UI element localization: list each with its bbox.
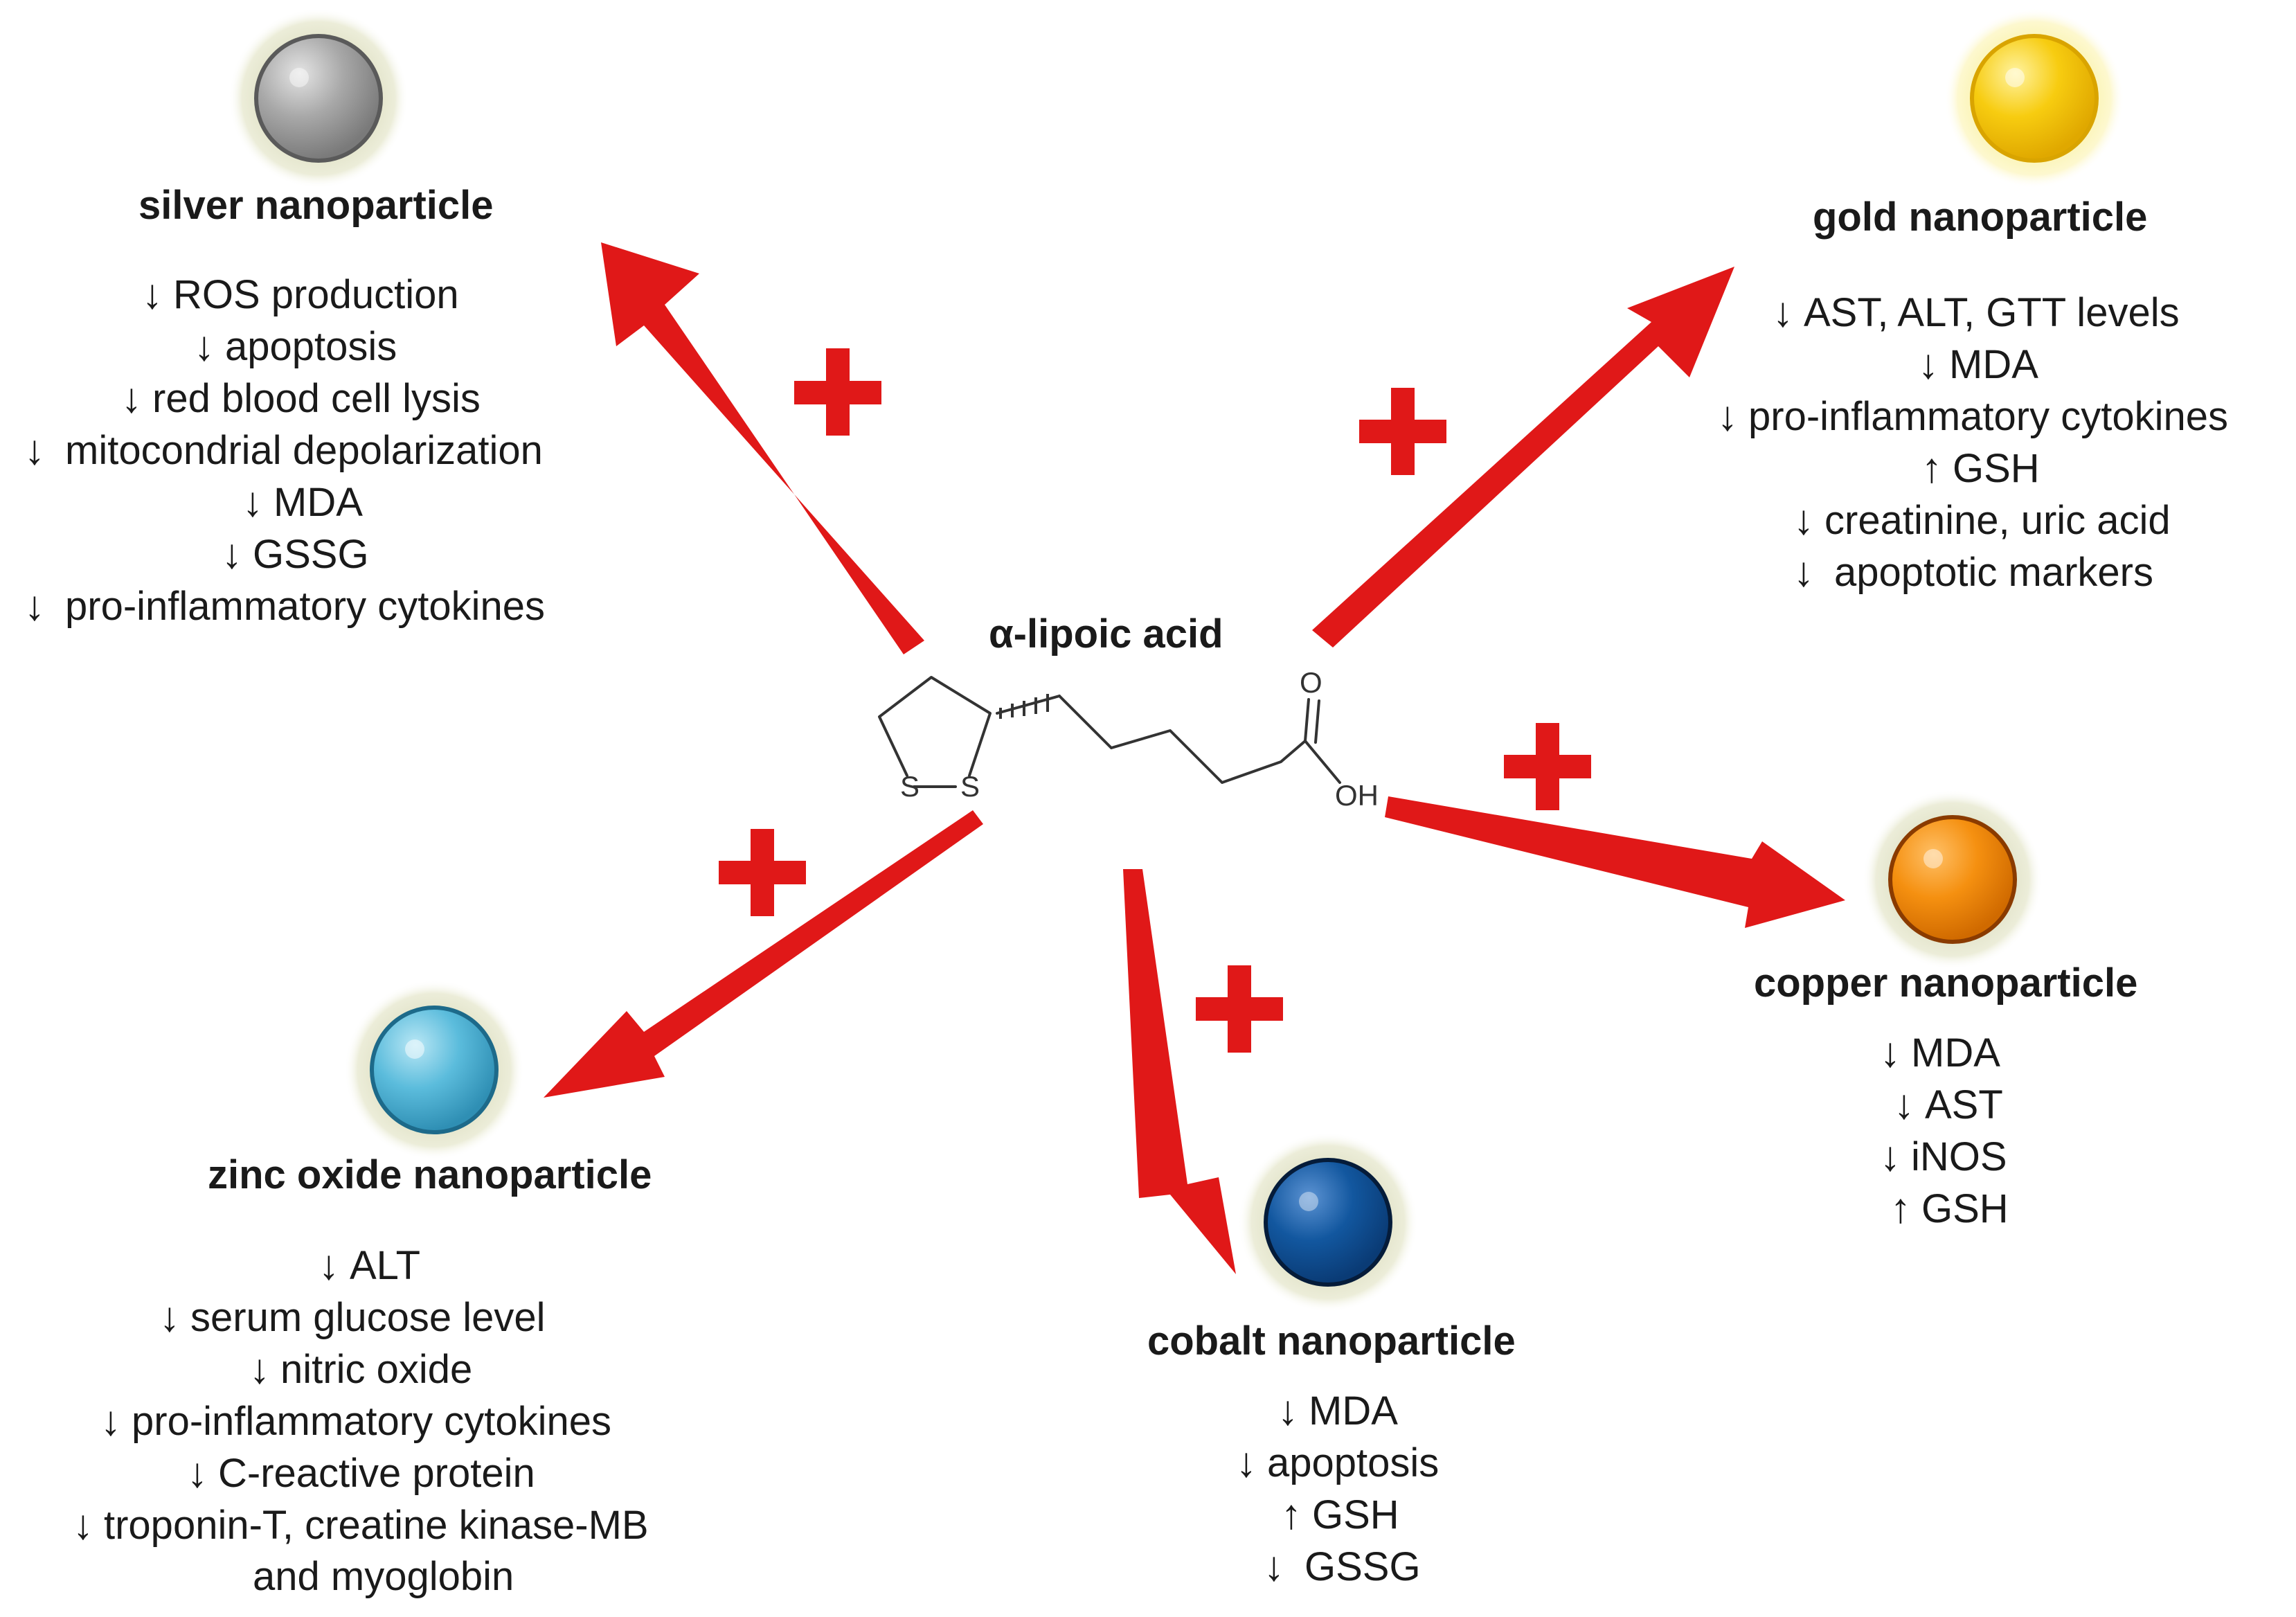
list-item: ↓ROS production (138, 269, 545, 321)
list-item: ↓troponin-T, creatine kinase-MB (69, 1499, 649, 1551)
decrease-arrow-icon: ↓ (142, 271, 163, 317)
cobalt-nanoparticle-icon (1238, 1132, 1418, 1312)
gold-title: gold nanoparticle (1813, 195, 2148, 240)
list-item: ↓MDA (1914, 339, 2228, 391)
decrease-arrow-icon: ↓ (319, 1242, 339, 1288)
sulfur-atom-2: S (960, 770, 980, 803)
decrease-arrow-icon: ↓ (249, 1346, 270, 1392)
gold-nanoparticle-icon (1944, 8, 2124, 188)
copper-title: copper nanoparticle (1754, 961, 2138, 1006)
arrow-to-silver (601, 242, 924, 654)
decrease-arrow-icon: ↓ (187, 1449, 208, 1496)
list-item: ↓iNOS (1876, 1131, 2009, 1183)
list-item: ↓creatinine, uric acid (1790, 494, 2228, 546)
plus-signs (719, 348, 1591, 1053)
zinc-oxide-nanoparticle-icon (344, 980, 524, 1160)
increase-arrow-icon: ↑ (1281, 1491, 1302, 1537)
decrease-arrow-icon: ↓ (222, 530, 242, 577)
decrease-arrow-icon: ↓ (1793, 497, 1814, 543)
decrease-arrow-icon: ↓ (1236, 1439, 1257, 1485)
decrease-arrow-icon: ↓ (1880, 1029, 1901, 1075)
decrease-arrow-icon: ↓ (1277, 1387, 1298, 1433)
decrease-arrow-icon: ↓ (1793, 548, 1814, 595)
increase-arrow-icon: ↑ (1890, 1185, 1911, 1231)
list-item: ↓pro-inflammatory cytokines (21, 580, 545, 632)
list-item: ↓AST (1890, 1079, 2009, 1131)
alpha-lipoic-acid-structure (878, 676, 1341, 788)
arrow-to-cobalt (1123, 869, 1236, 1274)
hydroxyl-group: OH (1335, 779, 1379, 812)
arrow-to-gold (1312, 267, 1734, 647)
decrease-arrow-icon: ↓ (121, 375, 142, 421)
list-item: ↑GSH (1277, 1489, 1439, 1541)
increase-arrow-icon: ↑ (1921, 445, 1942, 491)
list-item: ↓serum glucose level (156, 1292, 649, 1343)
decrease-arrow-icon: ↓ (194, 323, 215, 369)
decrease-arrow-icon: ↓ (24, 427, 45, 473)
decrease-arrow-icon: ↓ (1773, 289, 1793, 335)
silver-nanoparticle-icon (228, 8, 409, 188)
decrease-arrow-icon: ↓ (1880, 1133, 1901, 1179)
list-item: ↓ALT (315, 1240, 649, 1292)
decrease-arrow-icon: ↓ (242, 479, 263, 525)
decrease-arrow-icon: ↓ (100, 1397, 121, 1444)
decrease-arrow-icon: ↓ (1918, 341, 1939, 387)
arrow-to-copper (1385, 796, 1845, 928)
cobalt-effects-list: ↓MDA ↓apoptosis ↑GSH ↓GSSG (1232, 1385, 1439, 1593)
copper-effects-list: ↓MDA ↓AST ↓iNOS ↑GSH (1869, 1027, 2009, 1235)
arrows (544, 242, 1845, 1274)
list-item: ↓apoptosis (190, 321, 545, 373)
oxygen-atom: O (1300, 666, 1322, 699)
arrow-to-zinc (544, 810, 983, 1098)
zinc-oxide-effects-list: ↓ALT ↓serum glucose level ↓nitric oxide … (62, 1240, 649, 1602)
plus-icon (1359, 388, 1446, 475)
zinc-oxide-title: zinc oxide nanoparticle (208, 1152, 652, 1197)
decrease-arrow-icon: ↓ (1894, 1081, 1914, 1127)
gold-effects-list: ↓AST, ALT, GTT levels ↓MDA ↓pro-inflamma… (1714, 287, 2228, 598)
plus-icon (719, 829, 806, 916)
list-item: ↓mitocondrial depolarization (21, 425, 545, 476)
list-item: ↓pro-inflammatory cytokines (97, 1395, 649, 1447)
list-item: ↑GSH (1918, 443, 2228, 494)
cobalt-title: cobalt nanoparticle (1147, 1319, 1516, 1364)
decrease-arrow-icon: ↓ (73, 1501, 93, 1548)
list-item: ↓red blood cell lysis (118, 373, 545, 425)
list-item: ↓C-reactive protein (183, 1447, 649, 1499)
list-item: ↑GSH (1887, 1183, 2009, 1235)
list-item: ↓GSSG (218, 528, 545, 580)
list-item: ↓MDA (239, 476, 545, 528)
list-item: ↓nitric oxide (246, 1343, 649, 1395)
list-item: ↓AST, ALT, GTT levels (1769, 287, 2228, 339)
silver-effects-list: ↓ROS production ↓apoptosis ↓red blood ce… (21, 269, 545, 632)
plus-icon (1196, 965, 1283, 1053)
list-item: ↓pro-inflammatory cytokines (1714, 391, 2228, 443)
list-item: and myoglobin (253, 1554, 514, 1599)
silver-title: silver nanoparticle (138, 183, 494, 228)
list-item: ↓apoptosis (1232, 1437, 1439, 1489)
list-item: ↓MDA (1274, 1385, 1439, 1437)
center-title: α-lipoic acid (989, 611, 1223, 656)
list-item: ↓GSSG (1260, 1541, 1439, 1593)
plus-icon (794, 348, 881, 436)
decrease-arrow-icon: ↓ (1264, 1543, 1284, 1589)
decrease-arrow-icon: ↓ (159, 1294, 180, 1340)
copper-nanoparticle-icon (1863, 789, 2043, 970)
decrease-arrow-icon: ↓ (24, 582, 45, 629)
decrease-arrow-icon: ↓ (1717, 393, 1738, 439)
list-item: ↓MDA (1876, 1027, 2009, 1079)
sulfur-atom-1: S (900, 770, 920, 803)
list-item: ↓apoptotic markers (1790, 546, 2228, 598)
plus-icon (1504, 723, 1591, 810)
wedge-hash-bond (999, 694, 1049, 719)
